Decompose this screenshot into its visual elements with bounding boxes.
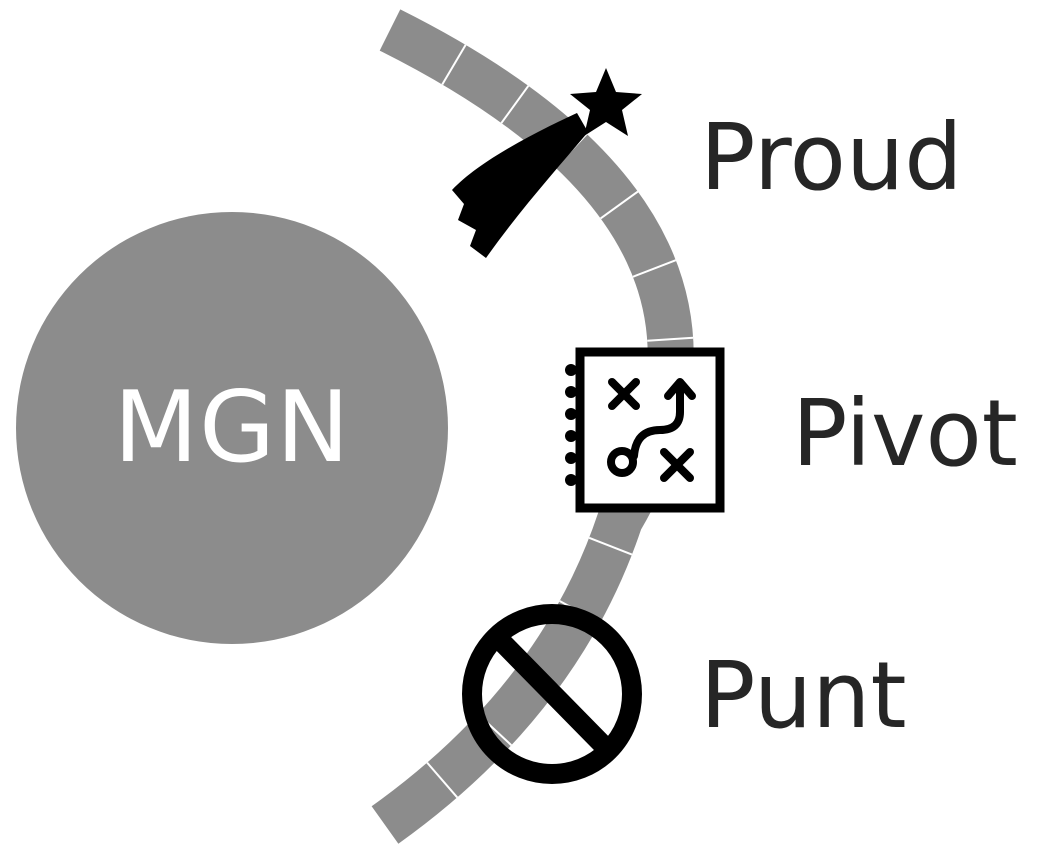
arc-segment-divider bbox=[426, 762, 458, 799]
arc-segment-divider bbox=[600, 190, 639, 220]
label-proud: Proud bbox=[700, 104, 963, 211]
center-circle bbox=[16, 212, 448, 644]
arc-segment-divider bbox=[500, 85, 530, 124]
label-pivot: Pivot bbox=[792, 380, 1018, 487]
arc-segment-divider bbox=[588, 536, 633, 556]
label-punt: Punt bbox=[700, 642, 907, 749]
prohibited-icon bbox=[462, 604, 642, 784]
strategy-playbook-icon bbox=[565, 347, 725, 513]
arc-segment-divider bbox=[632, 259, 677, 278]
shooting-star-icon bbox=[452, 68, 642, 258]
center-label: MGN bbox=[113, 371, 351, 485]
arc-segment-divider bbox=[441, 44, 467, 86]
arc-segment-divider bbox=[647, 336, 694, 342]
